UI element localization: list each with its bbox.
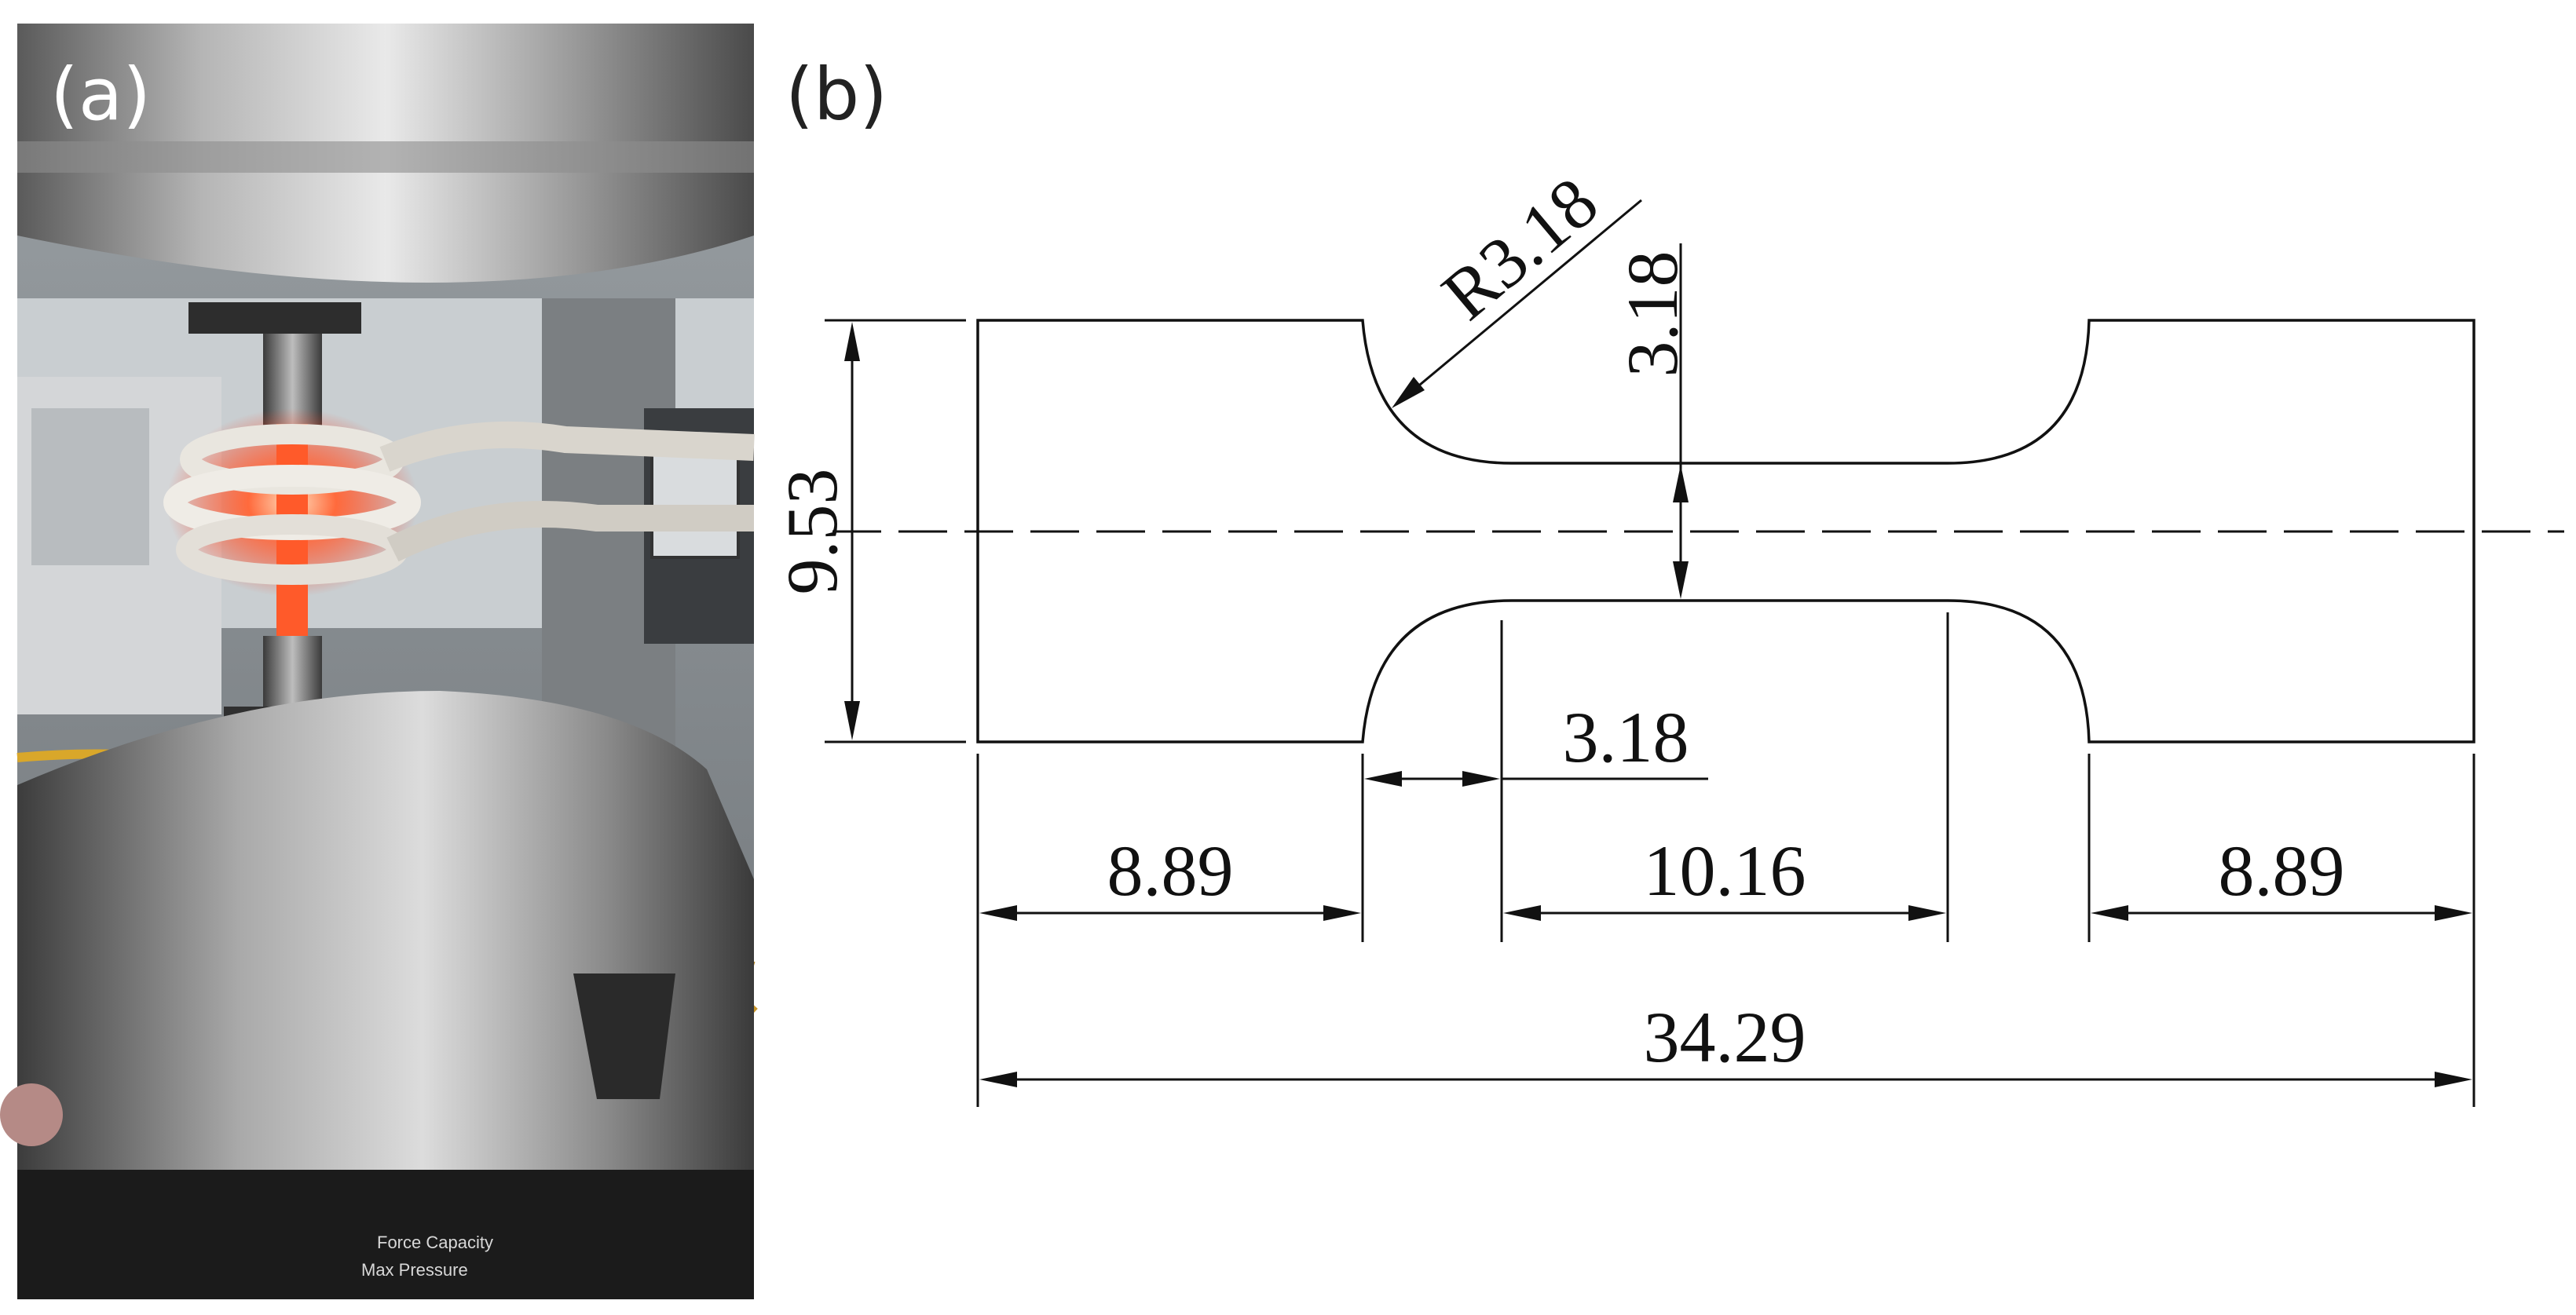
arrowhead [2435, 905, 2472, 921]
arrowhead [844, 701, 860, 740]
dim-fillet: 3.18 [1563, 697, 1689, 777]
arrowhead [2091, 905, 2128, 921]
clip-gauge [650, 438, 740, 559]
base-label-strip [17, 1170, 754, 1299]
arrowhead [1392, 377, 1425, 408]
arrowhead [1364, 771, 1402, 787]
arrowhead [1673, 465, 1689, 502]
dim-grip-left: 8.89 [1107, 831, 1234, 911]
upper-plate-rim [17, 141, 754, 173]
upper-adapter [188, 302, 361, 334]
base-notch [573, 973, 675, 1099]
panel-label-a: (a) [50, 53, 151, 137]
panel-label-b: (b) [785, 53, 887, 137]
arrowhead [1908, 905, 1946, 921]
arrowhead [979, 905, 1017, 921]
arrowhead [1503, 905, 1541, 921]
arrowhead [844, 322, 860, 361]
plate-text-1: Force Capacity [377, 1233, 493, 1252]
equipment-left-panel [31, 408, 149, 565]
arrowhead [2435, 1072, 2472, 1087]
plate-text-2: Max Pressure [361, 1260, 468, 1280]
arrowhead [1462, 771, 1500, 787]
dim-gauge-length: 10.16 [1644, 831, 1806, 911]
lower-load-plate [17, 691, 754, 1299]
photo-panel: Force Capacity Max Pressure (a) [0, 24, 758, 1299]
arrowhead [979, 1072, 1017, 1087]
arrowhead [1673, 561, 1689, 599]
drawing-panel: (b) 9.53 3.18 R3.18 3.18 [772, 53, 2564, 1107]
base-sticker [0, 1083, 63, 1146]
arrowhead [1323, 905, 1361, 921]
dim-shoulder-height: 3.18 [1612, 251, 1692, 378]
dim-total-length: 34.29 [1644, 997, 1806, 1077]
dim-grip-right: 8.89 [2219, 831, 2345, 911]
induction-coil [163, 421, 755, 585]
specimen-outline [976, 319, 2475, 743]
dim-overall-width: 9.53 [772, 469, 852, 595]
radius-leader [1396, 199, 1642, 406]
